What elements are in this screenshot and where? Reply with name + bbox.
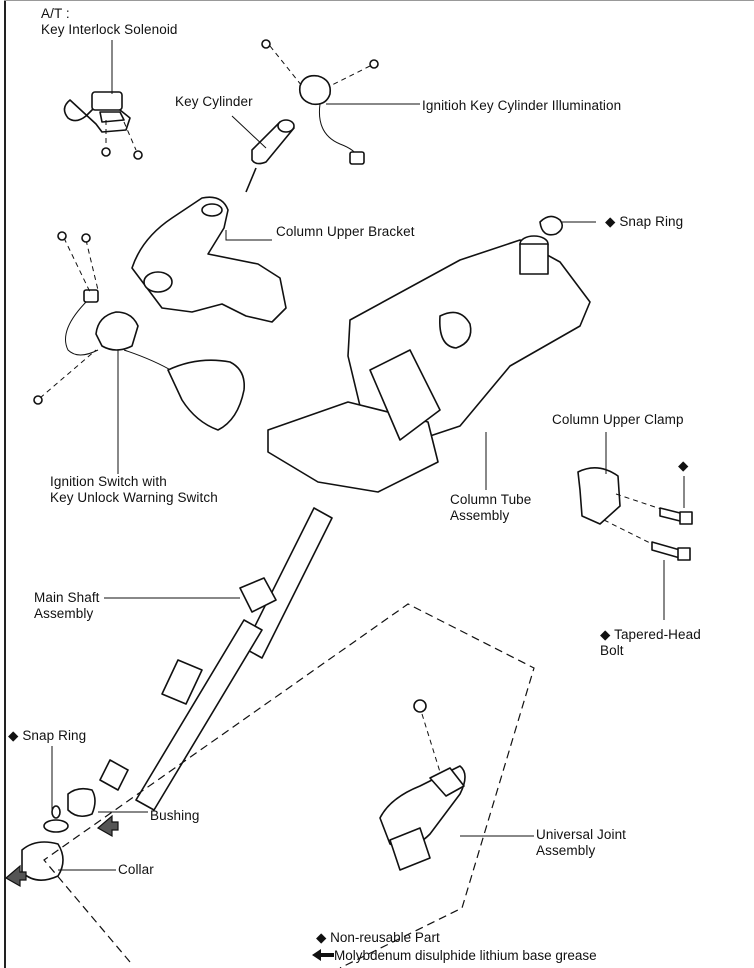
ignition-switch bbox=[33, 231, 246, 431]
tapered-head-bolt bbox=[651, 541, 691, 561]
label-ignition-key-cylinder-illumination: Ignitioh Key Cylinder Illumination bbox=[422, 98, 622, 113]
label-collar: Collar bbox=[118, 862, 154, 877]
label-tapered-head-bolt: ◆ Tapered-Head Bolt bbox=[600, 627, 701, 658]
column-upper-bracket bbox=[131, 196, 287, 323]
label-bushing: Bushing bbox=[150, 808, 200, 823]
label-column-tube-assembly: Column Tube Assembly bbox=[450, 492, 532, 523]
label-column-upper-bracket: Column Upper Bracket bbox=[276, 224, 415, 239]
leader-lines bbox=[51, 40, 685, 871]
universal-joint-assembly bbox=[379, 699, 466, 871]
grease-arrow-icon bbox=[312, 949, 334, 961]
key-cylinder-illumination bbox=[261, 39, 379, 165]
label-key-cylinder: Key Cylinder bbox=[175, 94, 253, 109]
snap-ring-bottom-part bbox=[43, 805, 69, 833]
main-shaft-assembly bbox=[99, 507, 333, 811]
label-main-shaft-assembly: Main Shaft Assembly bbox=[34, 590, 100, 621]
snap-ring-top-part bbox=[539, 215, 596, 236]
universal-joint-box bbox=[43, 603, 535, 968]
label-key-interlock-solenoid: A/T : Key Interlock Solenoid bbox=[41, 6, 178, 37]
solenoid-screws bbox=[101, 120, 143, 160]
collar-part bbox=[21, 841, 64, 881]
legend-grease-text: Molybdenum disulphide lithium base greas… bbox=[334, 948, 597, 963]
clamp-bolt bbox=[659, 507, 693, 525]
grease-arrow-collar bbox=[4, 864, 27, 888]
label-universal-joint-assembly: Universal Joint Assembly bbox=[536, 827, 627, 858]
page-edge-rule bbox=[4, 0, 6, 968]
grease-arrow-bushing bbox=[96, 814, 119, 838]
key-interlock-solenoid bbox=[63, 91, 131, 133]
label-snap-ring-bottom: ◆ Snap Ring bbox=[8, 728, 87, 743]
column-tube-assembly bbox=[267, 235, 591, 493]
key-cylinder bbox=[245, 119, 295, 193]
column-upper-clamp bbox=[577, 467, 665, 547]
legend-non-reusable: ◆ Non-reusable Part bbox=[316, 930, 440, 945]
label-clamp-bolt-non-reusable: ◆ bbox=[678, 458, 689, 473]
label-column-upper-clamp: Column Upper Clamp bbox=[552, 412, 684, 427]
label-ignition-switch: Ignition Switch with Key Unlock Warning … bbox=[50, 474, 218, 505]
bushing-part bbox=[67, 787, 96, 818]
label-snap-ring-top: ◆ Snap Ring bbox=[605, 214, 684, 229]
page-top-rule bbox=[4, 0, 754, 1]
legend-grease: Molybdenum disulphide lithium base greas… bbox=[312, 948, 597, 964]
